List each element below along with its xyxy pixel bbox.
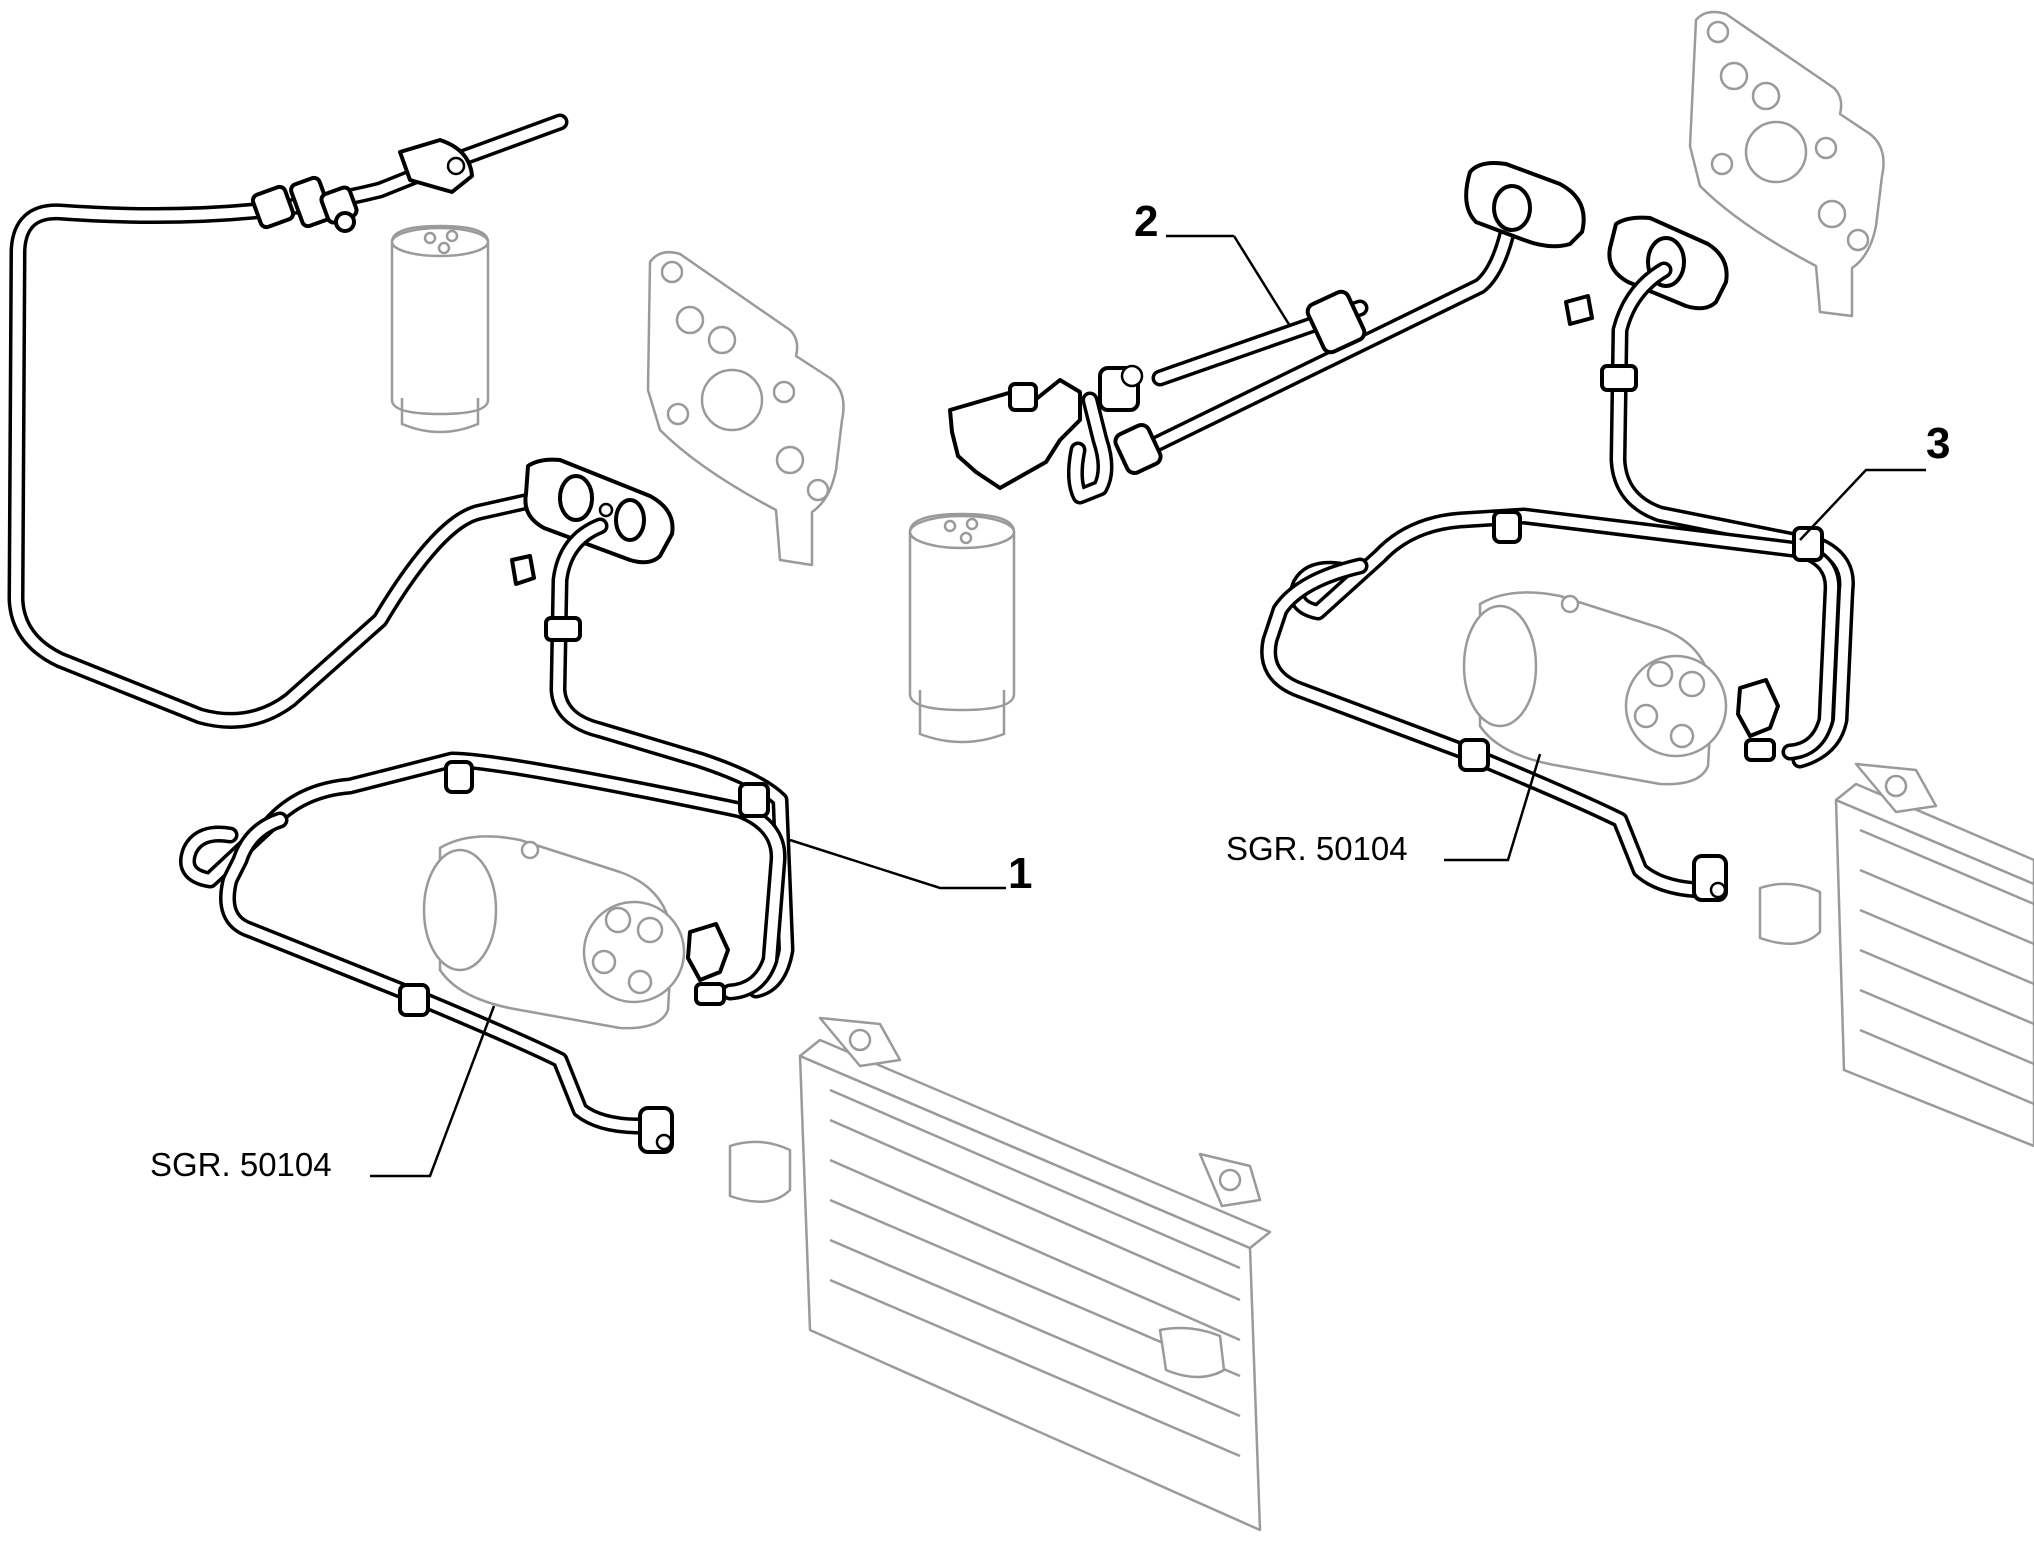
callout-ref-right: SGR. 50104: [1226, 830, 1408, 867]
callout-ref-left: SGR. 50104: [150, 1146, 332, 1183]
hose-part-3: [1260, 507, 1841, 902]
leader-ref-left: [370, 1005, 496, 1178]
hose-suction-right: [1600, 261, 1855, 769]
evaporator-flange-right: [1688, 10, 1885, 318]
leader-part-3: [1799, 468, 1926, 541]
hose-part-1: [179, 751, 787, 1154]
hose-part-2: [948, 161, 1586, 505]
leader-ref-right: [1444, 753, 1542, 862]
compressor-manifold-left: [510, 457, 675, 586]
callout-part-3: 3: [1926, 419, 1950, 468]
evaporator-flange-left: [646, 251, 845, 567]
pressure-switch-fitting-left: [250, 138, 474, 233]
condenser-right: [1758, 762, 2034, 1148]
compressor-right: [1462, 591, 1780, 786]
receiver-drier-middle: [908, 512, 1016, 744]
receiver-drier-left: [390, 224, 490, 434]
compressor-manifold-right: [1564, 215, 1729, 326]
callout-part-1: 1: [1008, 849, 1032, 898]
condenser-left: [728, 1016, 1272, 1532]
callout-part-2: 2: [1134, 197, 1158, 246]
compressor-left: [422, 835, 730, 1030]
hose-suction-left: [544, 517, 795, 999]
leader-part-1: [789, 838, 1006, 890]
